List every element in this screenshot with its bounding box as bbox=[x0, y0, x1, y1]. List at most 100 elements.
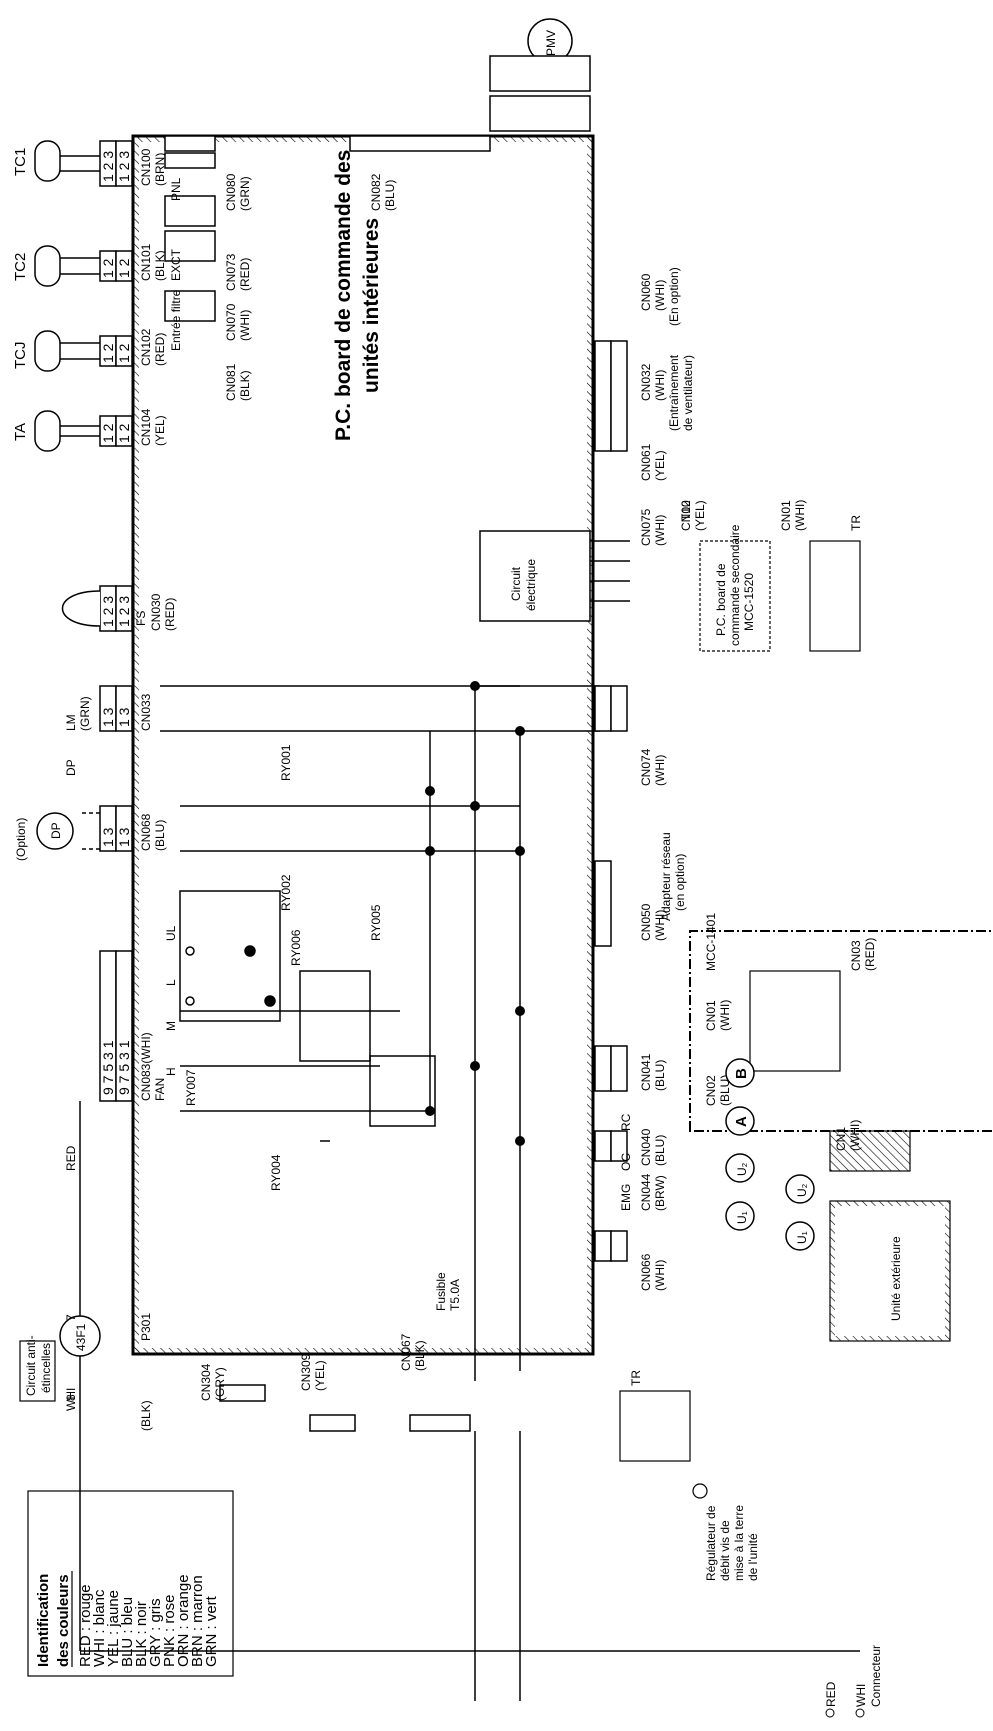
p301-color: (BLK) bbox=[139, 1400, 153, 1431]
outdoor-label: Unité extérieure bbox=[889, 1236, 903, 1321]
fuse-rating: T5.0A bbox=[448, 1279, 462, 1311]
net-cn01-label: CN01 bbox=[704, 1000, 718, 1031]
term-whi: WHI bbox=[854, 1684, 868, 1707]
cn304-color: (GRY) bbox=[213, 1367, 227, 1401]
sensor-dp-option: (Option) bbox=[14, 818, 28, 861]
terminal-u2: U₂ bbox=[735, 1162, 749, 1176]
junction-dots bbox=[425, 681, 525, 1146]
sub-board-line1: P.C. board de bbox=[714, 563, 728, 636]
cn032-color: (WHI) bbox=[653, 370, 667, 401]
cn081-label: CN081 bbox=[224, 363, 238, 401]
pmv-block bbox=[489, 18, 591, 132]
cn032-label: CN032 bbox=[639, 363, 653, 401]
terminal-u2-out: U₂ bbox=[795, 1183, 809, 1197]
cn101-label: CN101 bbox=[139, 243, 153, 281]
cn060-color: (WHI) bbox=[653, 280, 667, 311]
sub-board-line3: MCC-1520 bbox=[742, 573, 756, 631]
fuse-label: Fusible bbox=[434, 1272, 448, 1311]
svg-text:9 7 5 3 1: 9 7 5 3 1 bbox=[100, 1040, 116, 1095]
sensor-connectors bbox=[34, 140, 133, 1102]
cn032-desc2: de ventilateur) bbox=[681, 355, 695, 431]
legend-item: BLU : bleu bbox=[119, 1597, 136, 1667]
cn044-label: CN044 bbox=[639, 1173, 653, 1211]
board-title-1: P.C. board de commande des bbox=[332, 150, 355, 441]
cn067-label: CN067 bbox=[399, 1333, 413, 1371]
terminal-labels: B A U₂ U₁ U₂ U₁ bbox=[733, 1068, 809, 1244]
bottom-connectors bbox=[594, 340, 628, 1262]
sensor-fs: FS bbox=[134, 611, 148, 626]
cn068-label: CN068 bbox=[139, 813, 153, 851]
terminal-b: B bbox=[733, 1068, 750, 1079]
legend-item: GRY : gris bbox=[147, 1598, 164, 1667]
cn101-color: (BLK) bbox=[153, 250, 167, 281]
circuit-elec-2: électrique bbox=[524, 559, 538, 611]
t10-label: T10 bbox=[679, 500, 693, 521]
cn074-label: CN074 bbox=[639, 748, 653, 786]
cn082-color: (BLU) bbox=[383, 180, 397, 211]
cn030-color: (RED) bbox=[163, 598, 177, 631]
main-pc-board: P.C. board de commande des unités intéri… bbox=[131, 134, 595, 1356]
legend-title-2: des couleurs bbox=[55, 1574, 72, 1667]
legend-item: BRN : marron bbox=[189, 1575, 206, 1667]
fan-ul: UL bbox=[164, 925, 178, 941]
spark-circuit: Circuit anti- étincelles 43F1 7 8 RED WH… bbox=[19, 1101, 101, 1651]
svg-text:1 3: 1 3 bbox=[100, 827, 116, 847]
ground-line3: mise à la terre bbox=[732, 1505, 746, 1581]
relay-ry004: RY004 bbox=[269, 1154, 283, 1191]
relay-ry007: RY007 bbox=[184, 1069, 198, 1106]
cn066-label: CN066 bbox=[639, 1253, 653, 1291]
cn050-label: CN050 bbox=[639, 903, 653, 941]
relay-ry001: RY001 bbox=[279, 744, 293, 781]
emg-label: EMG bbox=[619, 1184, 633, 1211]
cn104-label: CN104 bbox=[139, 408, 153, 446]
cn068-color: (BLU) bbox=[153, 820, 167, 851]
tr-left-label: TR bbox=[629, 1370, 643, 1386]
cn044-color: (BRW) bbox=[653, 1175, 667, 1211]
svg-text:1 3: 1 3 bbox=[100, 707, 116, 727]
cn073-color: (RED) bbox=[238, 258, 252, 291]
left-connectors: CN304 (GRY) CN309 (YEL) CN067 (BLK) P301… bbox=[139, 1272, 471, 1432]
far-left-terminals: RED WHI Connecteur bbox=[824, 1645, 883, 1718]
legend-title-1: Identification bbox=[35, 1574, 52, 1667]
cn309-label: CN309 bbox=[299, 1353, 313, 1391]
spark-whi: WHI bbox=[64, 1388, 78, 1411]
cn102-label: CN102 bbox=[139, 328, 153, 366]
terminal-a: A bbox=[733, 1116, 750, 1127]
fan-h: H bbox=[164, 1067, 178, 1076]
cn070-label: CN070 bbox=[224, 303, 238, 341]
legend-item: GRN : vert bbox=[203, 1595, 220, 1667]
terminal-u1: U₁ bbox=[735, 1211, 749, 1224]
spark-red: RED bbox=[64, 1145, 78, 1171]
cn104-color: (YEL) bbox=[153, 415, 167, 446]
fan-l: L bbox=[164, 979, 178, 986]
svg-text:1 2: 1 2 bbox=[116, 258, 132, 278]
cn033-lm: LM bbox=[64, 714, 78, 731]
right-connectors bbox=[164, 135, 491, 322]
legend-item: YEL : jaune bbox=[105, 1590, 122, 1667]
fan-relay-block bbox=[179, 890, 436, 1127]
right-connector-labels: CN080 (GRN) CN073 (RED) CN070 (WHI) CN08… bbox=[169, 173, 397, 401]
cn073-label: CN073 bbox=[224, 253, 238, 291]
net-cn03-color: (RED) bbox=[863, 938, 877, 971]
filtre-label: Entrée filtre bbox=[169, 289, 183, 351]
pnl-label: PNL bbox=[169, 177, 183, 201]
sub-cn02-color: (YEL) bbox=[693, 500, 707, 531]
pmv-label: PMV bbox=[544, 30, 558, 56]
cn082-label: CN082 bbox=[369, 173, 383, 211]
cn033-label: CN033 bbox=[139, 693, 153, 731]
exct-label: EXCT bbox=[169, 248, 183, 281]
net-cn1-color: (WHI) bbox=[848, 1120, 862, 1151]
spark-label2: étincelles bbox=[39, 1343, 53, 1393]
rc-label: RC bbox=[619, 1113, 633, 1131]
net-cn02-color: (BLU) bbox=[718, 1075, 732, 1106]
spark-p7: 7 bbox=[64, 1314, 78, 1321]
cn061-color: (YEL) bbox=[653, 450, 667, 481]
svg-text:1 2 3: 1 2 3 bbox=[100, 596, 116, 627]
sensor-tc1: TC1 bbox=[12, 148, 29, 176]
cn080-label: CN080 bbox=[224, 173, 238, 211]
cn081-color: (BLK) bbox=[238, 370, 252, 401]
